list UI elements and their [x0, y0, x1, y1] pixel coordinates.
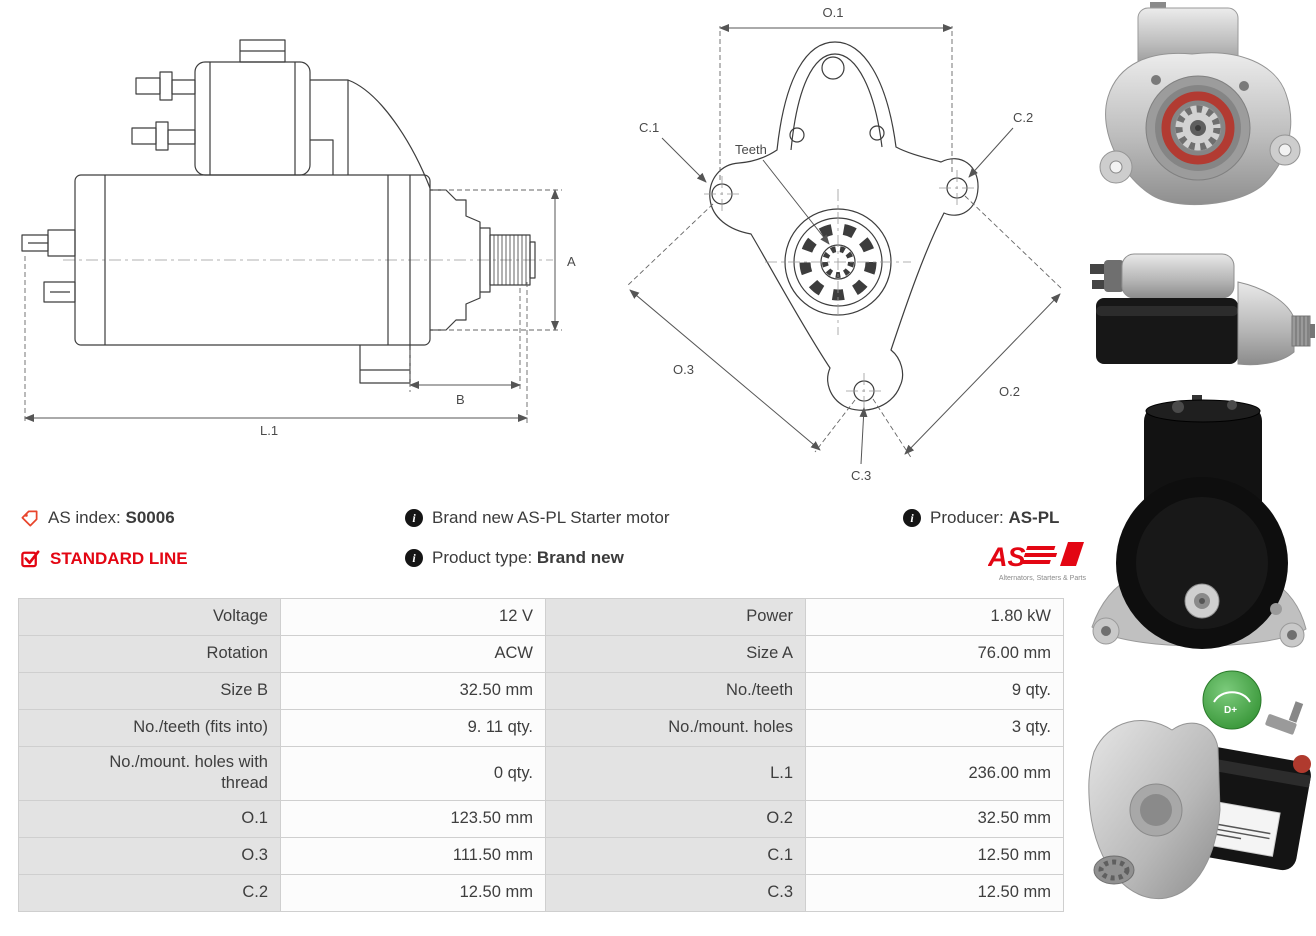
- product-photo-side[interactable]: [1080, 240, 1316, 390]
- checkbox-icon: [21, 550, 40, 568]
- as-index-label: AS index:: [48, 508, 121, 527]
- spec-label-cell: O.3: [19, 837, 281, 875]
- info-icon: i: [405, 509, 423, 527]
- product-description: Brand new AS-PL Starter motor: [432, 508, 670, 527]
- dim-label-a: A: [567, 254, 576, 269]
- description-row: i Brand new AS-PL Starter motor: [405, 508, 669, 528]
- product-photo-rear[interactable]: [1080, 395, 1316, 657]
- spec-label-cell: C.1: [546, 837, 806, 875]
- producer-row: i Producer: AS-PL: [903, 508, 1059, 528]
- spec-label-cell: O.2: [546, 800, 806, 838]
- as-index-value: S0006: [125, 508, 175, 527]
- spec-value-cell: 0 qty.: [281, 747, 546, 801]
- producer-label: Producer:: [930, 508, 1004, 527]
- technical-drawing-front-view: O.1 C.1 C.2 Teeth O.3 O.2 C.3: [626, 5, 1064, 483]
- spec-value-cell: 12.50 mm: [806, 837, 1064, 875]
- spec-value-cell: 236.00 mm: [806, 747, 1064, 801]
- spec-value-cell: 32.50 mm: [281, 673, 546, 710]
- spec-value-cell: 76.00 mm: [806, 636, 1064, 673]
- dim-label-c3: C.3: [851, 468, 871, 483]
- spec-row: No./teeth (fits into)9. 11 qty.No./mount…: [19, 710, 1064, 747]
- spec-label-cell: Voltage: [19, 599, 281, 636]
- dim-label-o1: O.1: [823, 5, 844, 20]
- spec-value-cell: ACW: [281, 636, 546, 673]
- spec-label-cell: Power: [546, 599, 806, 636]
- spec-value-cell: 12 V: [281, 599, 546, 636]
- dim-label-l1: L.1: [260, 423, 278, 438]
- technical-drawing-side-view: A B L.1: [21, 39, 576, 438]
- dim-label-o3: O.3: [673, 362, 694, 377]
- spec-value-cell: 9 qty.: [806, 673, 1064, 710]
- spec-label-cell: Size B: [19, 673, 281, 710]
- spec-label-cell: O.1: [19, 800, 281, 838]
- spec-value-cell: 1.80 kW: [806, 599, 1064, 636]
- dim-label-b: B: [456, 392, 465, 407]
- spec-label-cell: C.2: [19, 874, 281, 912]
- logo-tagline: Alternators, Starters & Parts: [999, 575, 1087, 582]
- spec-label-cell: C.3: [546, 874, 806, 912]
- spec-label-cell: Rotation: [19, 636, 281, 673]
- tag-icon: [21, 510, 38, 526]
- as-index-row: AS index: S0006: [20, 508, 175, 528]
- product-type-value: Brand new: [536, 548, 624, 567]
- spec-value-cell: 111.50 mm: [281, 837, 546, 875]
- spec-value-cell: 12.50 mm: [806, 874, 1064, 912]
- dim-label-c1: C.1: [639, 120, 659, 135]
- product-photos: AS D+: [1080, 0, 1316, 936]
- standard-line-row: STANDARD LINE: [20, 548, 188, 569]
- spec-value-cell: 12.50 mm: [281, 874, 546, 912]
- svg-text:D+: D+: [1224, 705, 1237, 716]
- product-type-row: i Product type: Brand new: [405, 548, 624, 568]
- as-pl-logo: AS Alternators, Starters & Parts: [988, 542, 1087, 582]
- product-type-label: Product type:: [432, 548, 533, 567]
- spec-label-cell: No./mount. holes: [546, 710, 806, 747]
- info-icon: i: [405, 549, 423, 567]
- spec-label-cell: No./teeth (fits into): [19, 710, 281, 747]
- spec-value-cell: 32.50 mm: [806, 800, 1064, 838]
- dim-label-c2: C.2: [1013, 110, 1033, 125]
- spec-value-cell: 3 qty.: [806, 710, 1064, 747]
- spec-label-cell: No./teeth: [546, 673, 806, 710]
- dim-label-o2: O.2: [999, 384, 1020, 399]
- producer-value: AS-PL: [1008, 508, 1060, 527]
- spec-value-cell: 123.50 mm: [281, 800, 546, 838]
- logo-text: AS: [988, 542, 1026, 572]
- product-photo-angled[interactable]: AS D+: [1080, 660, 1316, 932]
- teeth-label: Teeth: [735, 142, 767, 157]
- info-icon: i: [903, 509, 921, 527]
- standard-line-badge: STANDARD LINE: [50, 548, 188, 568]
- spec-value-cell: 9. 11 qty.: [281, 710, 546, 747]
- spec-label-cell: No./mount. holes with thread: [19, 747, 281, 801]
- product-photo-front[interactable]: [1080, 2, 1316, 238]
- spec-label-cell: L.1: [546, 747, 806, 801]
- spec-label-cell: Size A: [546, 636, 806, 673]
